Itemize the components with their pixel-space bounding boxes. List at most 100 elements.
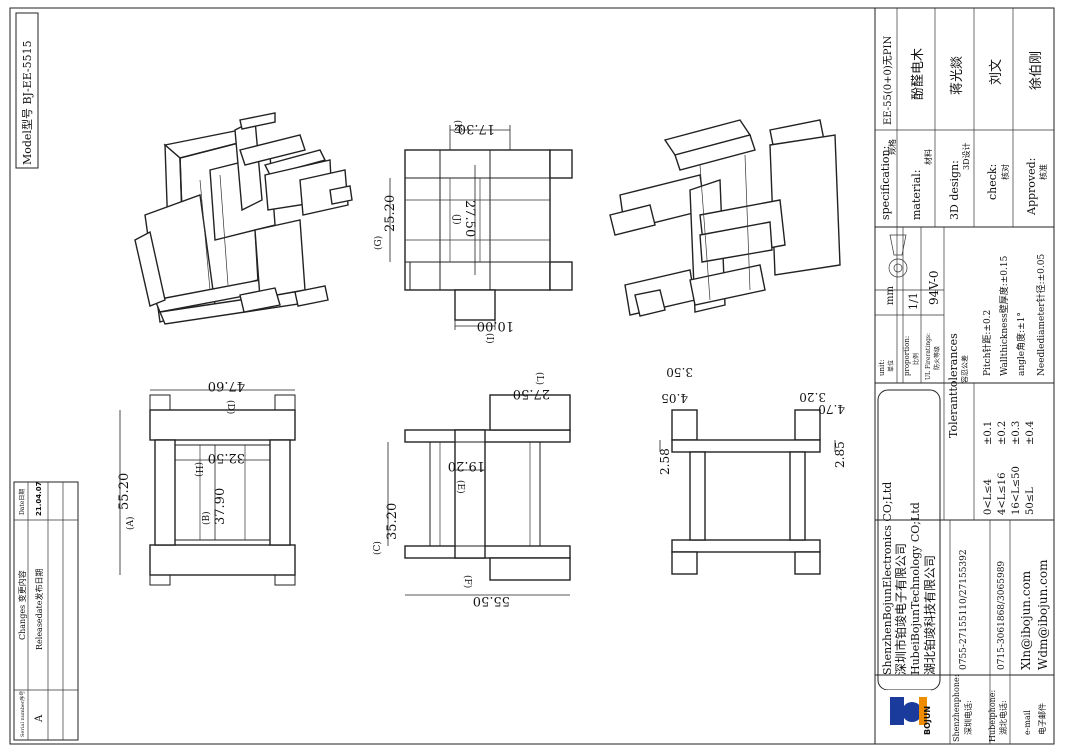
dim-f: 55.50 xyxy=(473,593,510,608)
model-label: Model型号 BJ-EE-5515 xyxy=(20,40,34,165)
company2-cn: 湖北铂竣科技有限公司 xyxy=(922,555,937,675)
dim-g: 25.20 xyxy=(383,195,398,232)
tol-val-0: ±0.1 xyxy=(983,421,994,445)
dim-h: 32.50 xyxy=(208,450,245,465)
proportion-cn: 比例 xyxy=(912,353,920,365)
dim-258: 2.58 xyxy=(658,448,672,475)
approved-label: Approved: xyxy=(1025,158,1038,216)
end-view: 3.50 4.05 3.20 4.70 2.58 2.85 xyxy=(658,365,847,575)
hb-phone: 0715-3061868/3065989 xyxy=(997,561,1007,670)
date-header: Date日期 xyxy=(18,489,26,515)
spec-cn: 规格 xyxy=(887,139,897,155)
dim-e-label: (E) xyxy=(455,480,466,494)
changes-header: Changes 变更内容 xyxy=(17,570,27,640)
spec-value: EE-55(0+0)无PIN xyxy=(883,36,894,125)
dim-b: 37.90 xyxy=(213,488,228,525)
tol-row-2: 16<L≤50 xyxy=(1011,466,1022,515)
front-view: 47.60 (D) 32.50 (H) 55.20 (A) 37.90 (B) xyxy=(117,378,296,586)
mail-label: e-mail xyxy=(1023,710,1032,735)
top-view: 17.30 (K) 25.20 (G) 27.50 (J) 10.00 (I) xyxy=(373,120,573,344)
bojun-logo-icon: BOJUN xyxy=(885,690,932,736)
unit-cn: 单位 xyxy=(887,360,895,372)
tol-cn: 容忍公差 xyxy=(960,355,969,383)
ul-label: UL Fireratings: xyxy=(925,333,932,380)
check-label: check: xyxy=(986,164,999,200)
dim-l-label: (L) xyxy=(534,372,545,385)
needle-tol: Needlediameter针径:±0.05 xyxy=(1035,254,1047,376)
company1-cn: 深圳市铂竣电子有限公司 xyxy=(893,543,908,675)
release-date: 21.04.07 xyxy=(35,481,43,516)
mail-cn: 电子邮件 xyxy=(1037,703,1047,735)
projection-symbol-icon xyxy=(888,234,908,278)
approved-value: 徐伯刚 xyxy=(1029,51,1044,90)
material-label: material: xyxy=(910,170,923,220)
mail-1: Xln@ibojun.com xyxy=(1019,570,1033,670)
dim-f-label: (F) xyxy=(462,575,473,588)
ul-value: 94V-0 xyxy=(927,270,941,305)
ul-cn: 防火等级 xyxy=(933,346,941,370)
material-value: 酚醛电木 xyxy=(910,48,926,100)
release-text: Releasedate发布日期 xyxy=(34,569,44,651)
dim-350: 3.50 xyxy=(666,365,693,379)
tol-val-2: ±0.3 xyxy=(1011,421,1022,445)
dim-a-label: (A) xyxy=(125,516,136,530)
hb-phone-cn: 湖北电话: xyxy=(998,700,1008,735)
iso-view-left xyxy=(134,112,353,325)
dim-i-label: (I) xyxy=(484,333,495,344)
tol-row-1: 4<L≤16 xyxy=(997,473,1008,516)
logo-text: BOJUN xyxy=(923,706,932,735)
dim-j: 27.50 xyxy=(462,200,477,237)
side-view: 27.50 (L) 19.20 (E) 35.20 (C) 55.50 (F) xyxy=(372,372,571,608)
dim-g-label: (G) xyxy=(373,236,384,250)
iso-view-right xyxy=(609,119,841,317)
dim-h-label: (H) xyxy=(193,462,204,477)
material-cn: 材料 xyxy=(923,149,933,165)
dim-j-label: (J) xyxy=(451,214,462,225)
proportion-label: proportion: xyxy=(903,336,911,376)
dim-c-label: (C) xyxy=(372,541,383,555)
title-block: specification: 规格 EE-55(0+0)无PIN materia… xyxy=(874,7,1055,745)
check-value: 刘文 xyxy=(989,59,1004,85)
sz-phone-cn: 深圳电话: xyxy=(963,700,973,735)
check-cn: 核对 xyxy=(1000,164,1010,180)
dim-285: 2.85 xyxy=(833,441,847,468)
tol-row-0: 0<L≤4 xyxy=(983,479,994,515)
design-value: 蒋光燚 xyxy=(950,56,965,95)
design-label: 3D design: xyxy=(948,160,961,220)
dim-c: 35.20 xyxy=(385,503,400,540)
mail-2: Wdm@ibojun.com xyxy=(1036,559,1050,670)
dim-d-label: (D) xyxy=(225,400,236,414)
company2-en: HubeiBojunTechnology CO;Ltd xyxy=(909,502,922,675)
tol-val-1: ±0.2 xyxy=(997,421,1008,445)
angle-tol: angle角度:±1° xyxy=(1015,312,1027,376)
spec-label: specification: xyxy=(879,146,892,220)
tol-val-3: ±0.4 xyxy=(1025,421,1036,445)
wall-tol: Wallthickness壁厚度:±0.15 xyxy=(998,255,1010,376)
serial-a: A xyxy=(34,714,45,723)
dim-e: 19.20 xyxy=(448,458,485,473)
dim-i: 10.00 xyxy=(477,318,514,333)
dim-k-label: (K) xyxy=(452,120,463,134)
change-table: Date日期 Changes 变更内容 Serial number序号 21.0… xyxy=(13,481,79,741)
dim-l: 27.50 xyxy=(513,386,550,401)
tol-title: Toleranttolerances xyxy=(947,333,960,438)
dim-k: 17.30 xyxy=(458,121,495,136)
dim-320: 3.20 xyxy=(799,390,826,404)
model-box: Model型号 BJ-EE-5515 xyxy=(15,12,39,169)
sz-phone: 0755-27155110/27155392 xyxy=(959,549,969,670)
approved-cn: 核准 xyxy=(1038,164,1048,180)
dim-a: 55.20 xyxy=(117,473,132,510)
tol-row-3: 50≤L xyxy=(1025,487,1036,515)
hb-phone-label: Hubeiphone: xyxy=(988,690,997,742)
design-cn: 3D设计 xyxy=(961,142,971,170)
sz-phone-label: Shenzhenphone: xyxy=(952,675,961,742)
dim-405: 4.05 xyxy=(661,391,688,405)
dim-b-label: (B) xyxy=(201,511,212,525)
dim-d: 47.60 xyxy=(208,378,245,393)
company1-en: ShenzhenBojunElectronics CO;Ltd xyxy=(881,482,894,675)
dim-470: 4.70 xyxy=(818,402,845,416)
unit-label: unit: xyxy=(878,360,886,376)
pitch-tol: Pitch针距:±0.2 xyxy=(981,310,993,376)
proportion-value: 1/1 xyxy=(907,292,920,310)
